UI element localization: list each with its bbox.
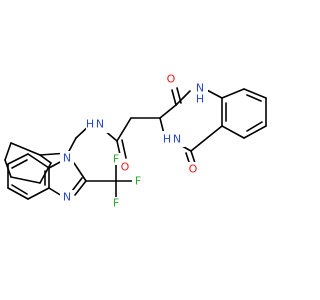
bond [246,121,263,132]
bond [11,159,28,169]
bond [11,184,28,195]
bond [221,88,245,99]
bond [159,104,177,119]
bond [221,125,245,139]
atom-o-ring-bottom: O [189,163,198,176]
bond [7,187,29,200]
bond [10,176,41,184]
bond [243,88,267,99]
atom-f-right: F [135,175,141,188]
atom-f-top: F [113,153,119,166]
atom-o-amide: O [121,161,130,174]
bond [7,153,29,165]
atom-n-ring-top: N [196,82,204,95]
atom-h-ring-mid: H [163,133,171,146]
bond [27,153,50,169]
bond [74,180,87,196]
bond [171,89,177,106]
atom-n-imidazole-3: N [63,191,71,204]
bond [176,87,182,104]
bond [39,154,52,164]
bond [243,125,267,139]
bond [116,117,132,142]
bond [175,90,191,106]
bond [246,94,262,102]
bond [48,187,63,197]
bond [121,139,127,159]
atom-labels: O N H N H O O N H N N F F F [60,72,208,210]
bond [190,125,223,152]
atom-h-amide: H [86,118,94,131]
bond [27,187,50,200]
bond [48,160,63,169]
atom-n-ring-mid: N [173,133,181,146]
bond [67,137,77,154]
bond [71,177,83,192]
bond [73,162,87,182]
bond [4,142,12,161]
molecule-structure: O N H N H O O N H N N F F F [4,72,267,210]
bond [10,142,41,156]
atom-n-amide: N [96,118,104,131]
atom-f-bottom: F [113,197,119,210]
atom-n-imidazole-1: N [63,152,71,165]
bonds [4,87,267,200]
atom-h-ring-top: H [196,93,204,106]
atom-o-ring-top: O [167,73,176,86]
